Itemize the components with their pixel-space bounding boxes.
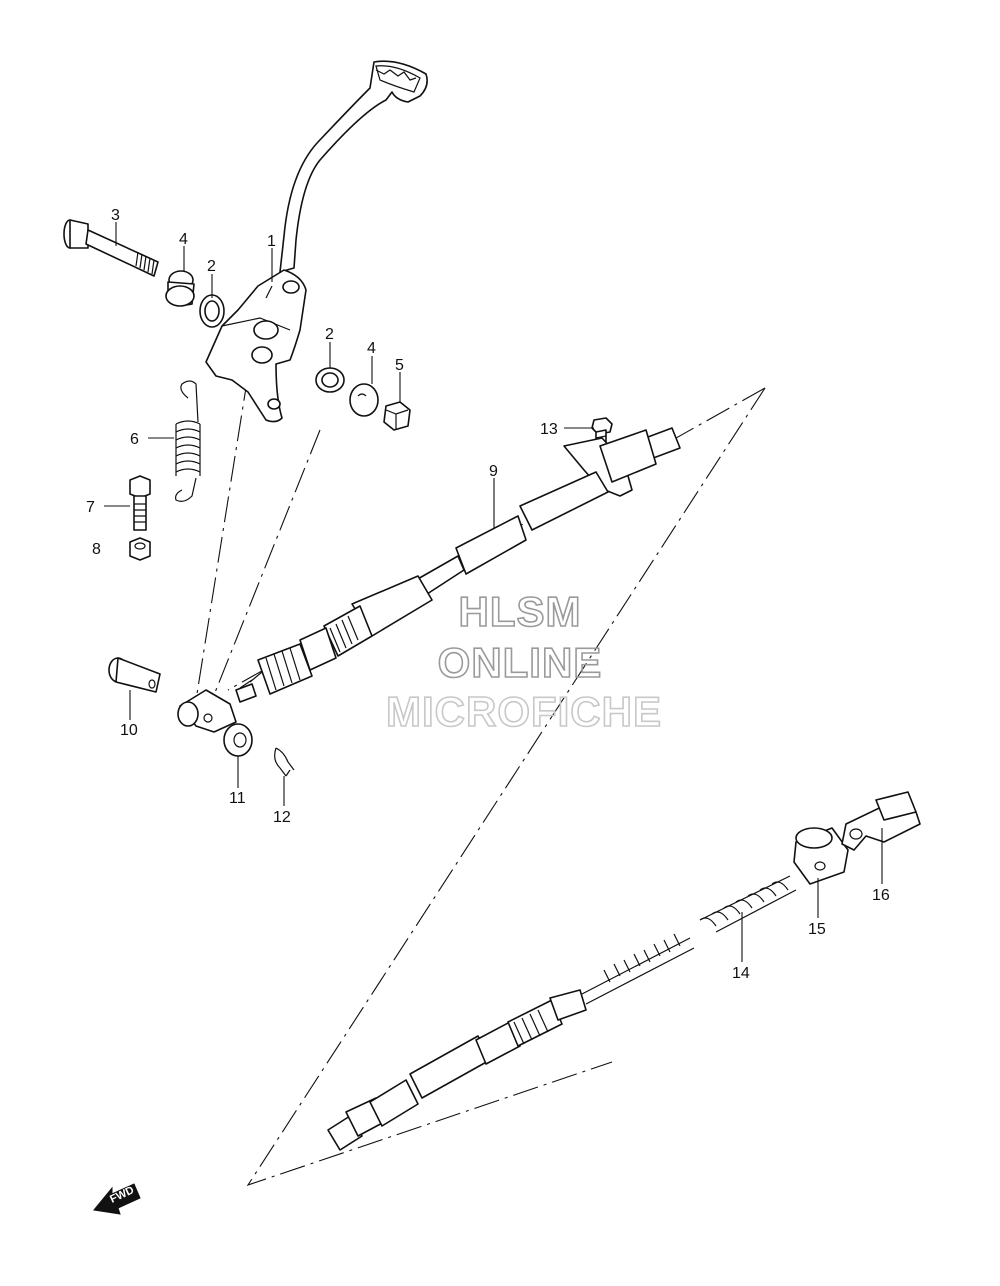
callout-16[interactable]: 16 [872, 887, 890, 904]
leader-lines [104, 222, 883, 962]
callout-6[interactable]: 6 [130, 431, 139, 448]
callouts: 1 2 3 4 2 4 5 6 7 8 9 10 11 12 13 14 15 … [86, 207, 890, 982]
callout-10[interactable]: 10 [120, 722, 138, 739]
nut[interactable] [383, 401, 411, 431]
hex-bolt[interactable] [129, 475, 151, 531]
callout-2-left[interactable]: 2 [207, 258, 216, 275]
callout-13[interactable]: 13 [540, 421, 558, 438]
callout-15[interactable]: 15 [808, 921, 826, 938]
brake-cable-lower[interactable] [327, 875, 797, 1151]
callout-9[interactable]: 9 [489, 463, 498, 480]
callout-3[interactable]: 3 [111, 207, 120, 224]
callout-5[interactable]: 5 [395, 357, 404, 374]
watermark-line-3: MICROFICHE [386, 688, 662, 735]
callout-7[interactable]: 7 [86, 499, 95, 516]
callout-14[interactable]: 14 [732, 965, 750, 982]
fwd-arrow-icon: FWD [93, 1183, 141, 1215]
washer-right[interactable] [349, 383, 379, 417]
brake-cable-upper[interactable] [235, 427, 681, 703]
bushing-right[interactable] [315, 367, 345, 393]
callout-1[interactable]: 1 [267, 233, 276, 250]
cable-clevis[interactable] [177, 689, 237, 733]
callout-8[interactable]: 8 [92, 541, 101, 558]
collar-left[interactable] [165, 270, 195, 307]
bushing-left[interactable] [199, 294, 225, 328]
return-spring[interactable] [175, 380, 201, 502]
brake-pedal[interactable] [205, 60, 428, 423]
cable-end-bracket[interactable] [841, 791, 921, 851]
callout-4-right[interactable]: 4 [367, 340, 376, 357]
small-nut[interactable] [129, 537, 151, 561]
flat-washer[interactable] [223, 723, 253, 757]
clevis-pin[interactable] [108, 657, 161, 693]
cable-joint[interactable] [793, 827, 849, 885]
callout-11[interactable]: 11 [229, 790, 246, 807]
callout-12[interactable]: 12 [273, 809, 291, 826]
callout-4-left[interactable]: 4 [179, 231, 188, 248]
cotter-pin[interactable] [274, 747, 295, 777]
watermark-line-1: HLSM [459, 588, 582, 635]
watermark: HLSM ONLINE MICROFICHE [385, 587, 662, 736]
callout-2-right[interactable]: 2 [325, 326, 334, 343]
pivot-bolt[interactable] [63, 219, 159, 277]
watermark-line-2: ONLINE [438, 639, 603, 686]
